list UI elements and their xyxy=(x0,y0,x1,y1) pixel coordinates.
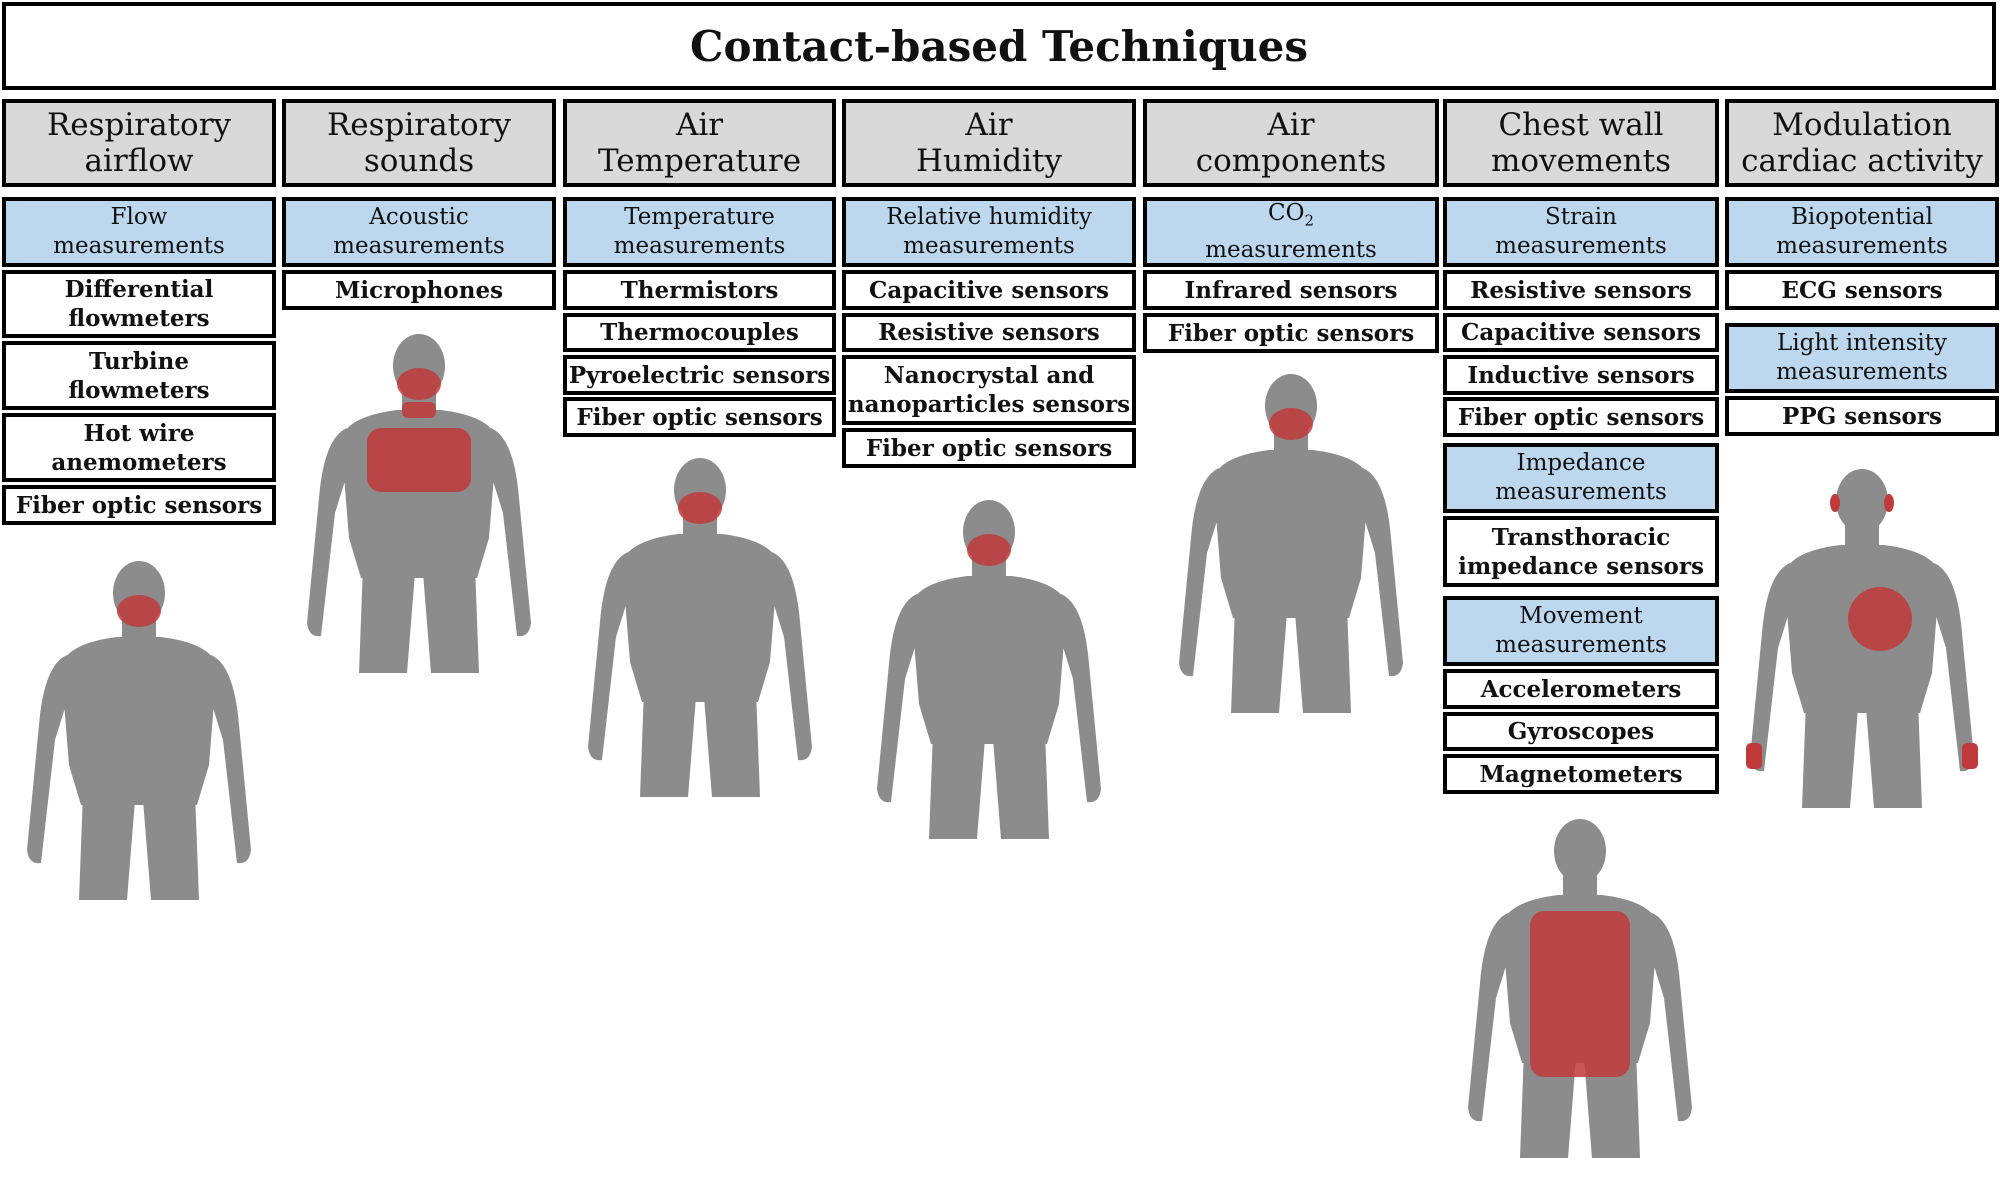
highlight-right-ear xyxy=(1884,494,1894,512)
figure-right-arm xyxy=(1059,594,1101,803)
figure-left-arm xyxy=(1179,468,1221,677)
figure-right-arm xyxy=(1932,563,1974,772)
figure-left-arm xyxy=(1468,913,1510,1122)
item-ecg-sensors: ECG sensors xyxy=(1725,270,1999,310)
highlight-mouth-nose xyxy=(967,534,1011,566)
highlight-left-ear xyxy=(1830,494,1840,512)
figure-torso xyxy=(622,534,778,702)
figure-head xyxy=(1836,469,1888,533)
highlight-torso xyxy=(1530,911,1630,1077)
highlight-mouth-nose xyxy=(397,368,441,400)
item-capacitive-sensors: Capacitive sensors xyxy=(842,270,1136,310)
body-figure-modulation-cardiac-activity xyxy=(1746,469,1978,808)
figure-left-arm xyxy=(877,594,919,803)
item-resistive-sensors: Resistive sensors xyxy=(842,313,1136,352)
item-inductive-sensors: Inductive sensors xyxy=(1443,355,1719,395)
figure-torso xyxy=(61,637,217,805)
item-fiber-optic-sensors: Fiber optic sensors xyxy=(563,397,836,437)
body-figure-air-temperature xyxy=(588,458,812,797)
item-ppg-sensors: PPG sensors xyxy=(1725,396,1999,436)
highlight-heart xyxy=(1848,587,1912,651)
figure-left-arm xyxy=(1750,563,1792,772)
item-fiber-optic-sensors: Fiber optic sensors xyxy=(1443,397,1719,437)
item-fiber-optic-sensors: Fiber optic sensors xyxy=(842,428,1136,468)
diagram-title: Contact-based Techniques xyxy=(2,2,1996,90)
highlight-mouth-nose xyxy=(678,492,722,524)
body-figure-respiratory-airflow xyxy=(27,561,251,900)
highlight-chest xyxy=(367,428,471,492)
figure-torso xyxy=(911,576,1067,744)
highlight-mouth-nose xyxy=(1269,408,1313,440)
highlight-throat xyxy=(402,402,436,418)
highlight-mouth-nose xyxy=(117,595,161,627)
item-pyroelectric-sensors: Pyroelectric sensors xyxy=(563,355,836,395)
item-thermocouples: Thermocouples xyxy=(563,313,836,352)
figure-right-arm xyxy=(489,428,531,637)
body-figure-respiratory-sounds xyxy=(307,334,531,673)
item-fiber-optic-sensors: Fiber optic sensors xyxy=(2,485,276,525)
item-gyroscopes: Gyroscopes xyxy=(1443,712,1719,751)
figure-head xyxy=(1554,819,1606,883)
figure-right-arm xyxy=(209,655,251,864)
item-accelerometers: Accelerometers xyxy=(1443,669,1719,709)
body-figure-chest-wall-movements xyxy=(1468,819,1692,1158)
item-thermistors: Thermistors xyxy=(563,270,836,310)
item-fiber-optic-sensors: Fiber optic sensors xyxy=(1143,313,1439,353)
figure-left-arm xyxy=(27,655,69,864)
item-resistive-sensors: Resistive sensors xyxy=(1443,270,1719,310)
highlight-right-wrist xyxy=(1962,743,1978,769)
figure-left-arm xyxy=(588,552,630,761)
item-capacitive-sensors: Capacitive sensors xyxy=(1443,313,1719,352)
figure-left-arm xyxy=(307,428,349,637)
figure-right-arm xyxy=(770,552,812,761)
item-microphones: Microphones xyxy=(282,270,556,310)
highlight-left-wrist xyxy=(1746,743,1762,769)
figure-torso xyxy=(1213,450,1369,618)
body-figure-air-components xyxy=(1179,374,1403,713)
item-magnetometers: Magnetometers xyxy=(1443,754,1719,794)
figure-right-arm xyxy=(1650,913,1692,1122)
item-infrared-sensors: Infrared sensors xyxy=(1143,270,1439,310)
body-figure-air-humidity xyxy=(877,500,1101,839)
figure-right-arm xyxy=(1361,468,1403,677)
